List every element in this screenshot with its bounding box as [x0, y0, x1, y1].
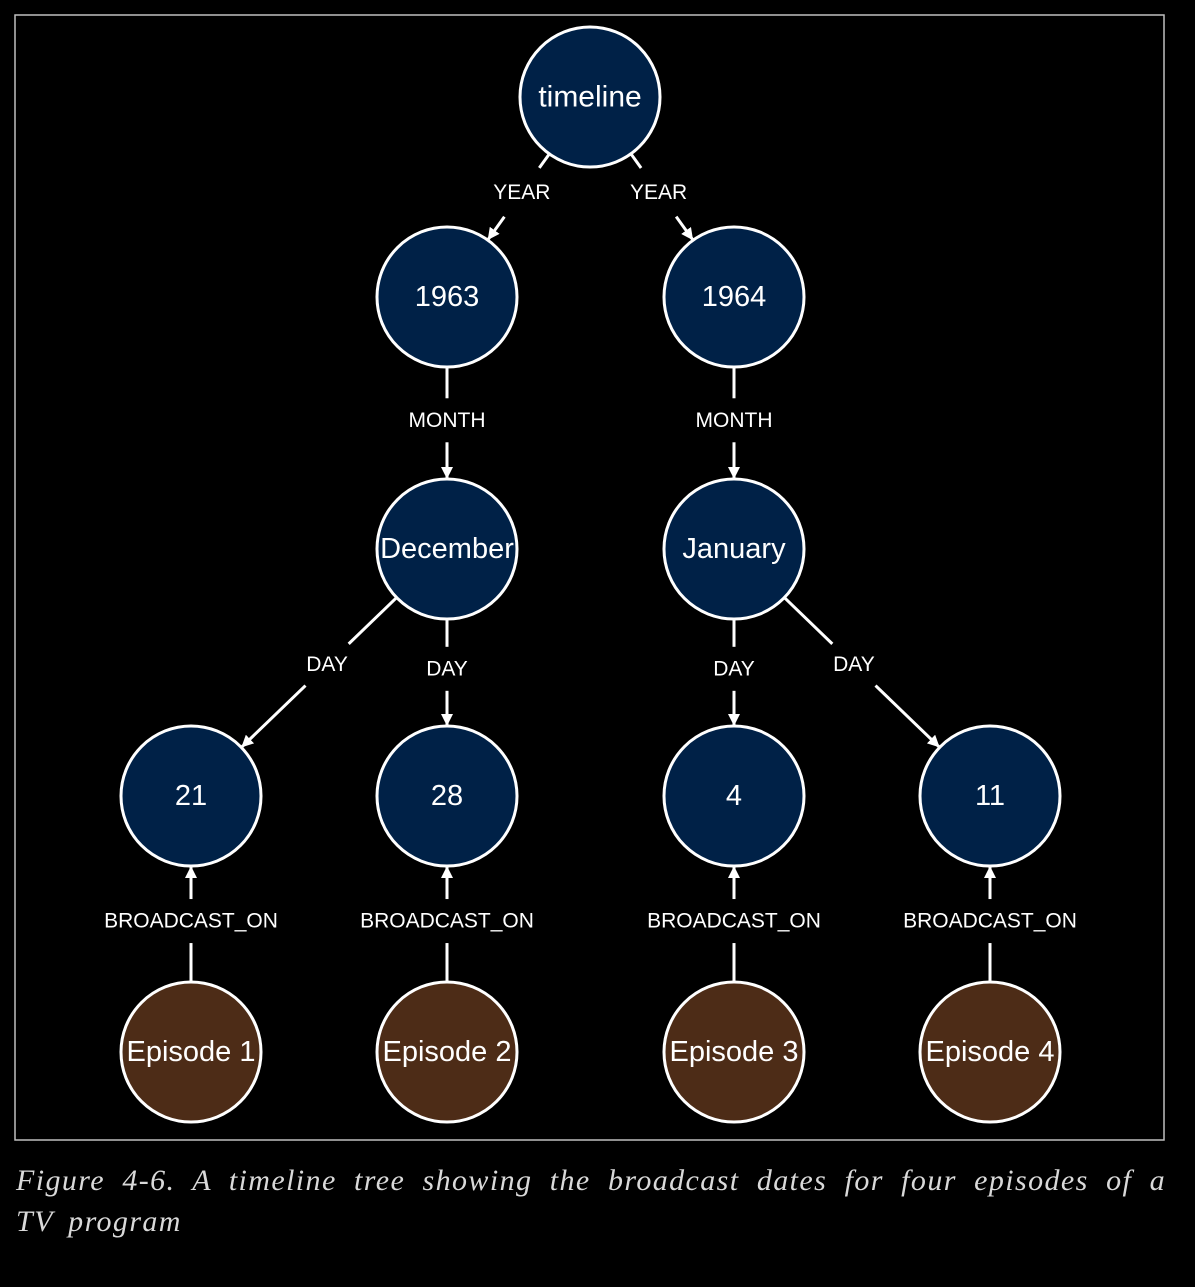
edge-label-year: YEAR — [493, 181, 550, 204]
edge-line-start — [538, 153, 551, 169]
node-december: December — [375, 477, 519, 621]
edge-label-day: DAY — [833, 653, 875, 676]
node-label: Episode 1 — [127, 1036, 256, 1068]
edge-e3: MONTH — [409, 367, 486, 479]
node-timeline: timeline — [518, 25, 662, 169]
node-label: January — [682, 533, 786, 565]
node-circle — [662, 477, 806, 621]
edge-e12: BROADCAST_ON — [903, 866, 1077, 982]
node-circle — [662, 225, 806, 369]
edge-label-broadcast-on: BROADCAST_ON — [903, 910, 1077, 933]
edge-label-day: DAY — [426, 657, 468, 680]
edge-arrow — [241, 684, 307, 748]
edge-e11: BROADCAST_ON — [647, 866, 821, 982]
edge-label-day: DAY — [306, 653, 348, 676]
figure-caption: Figure 4-6. A timeline tree showing the … — [16, 1164, 1166, 1238]
node-january: January — [662, 477, 806, 621]
node-circle — [119, 980, 263, 1124]
node-label: December — [380, 533, 514, 565]
edge-e8: DAY — [783, 596, 940, 748]
edge-label-year: YEAR — [630, 181, 687, 204]
edge-label-month: MONTH — [696, 409, 773, 432]
node-d21: 21 — [119, 724, 263, 868]
node-episode1: Episode 1 — [119, 980, 263, 1124]
node-label: 4 — [726, 780, 742, 812]
node-label: 1964 — [702, 281, 767, 313]
node-circle — [918, 724, 1062, 868]
timeline-tree-diagram: YEAR YEAR MONTH MONTH DAY DAY DAY DAY BROADCAST_… — [14, 14, 1165, 1141]
node-episode2: Episode 2 — [375, 980, 519, 1124]
node-d11: 11 — [918, 724, 1062, 868]
node-label: 21 — [175, 780, 207, 812]
edge-e10: BROADCAST_ON — [360, 866, 534, 982]
edge-e9: BROADCAST_ON — [104, 866, 278, 982]
node-label: 11 — [975, 780, 1005, 812]
node-circle — [662, 980, 806, 1124]
node-circle — [918, 980, 1062, 1124]
figure-frame — [14, 14, 1165, 1141]
node-circle — [375, 225, 519, 369]
node-episode4: Episode 4 — [918, 980, 1062, 1124]
node-label: Episode 4 — [926, 1036, 1055, 1068]
edge-e6: DAY — [426, 619, 468, 726]
node-y1963: 1963 — [375, 225, 519, 369]
node-label: 1963 — [415, 281, 480, 313]
node-label: timeline — [538, 81, 641, 114]
edge-arrow — [874, 684, 940, 748]
edge-line-start — [347, 596, 398, 645]
edge-label-broadcast-on: BROADCAST_ON — [360, 910, 534, 933]
edge-arrow — [674, 215, 694, 241]
edge-e5: DAY — [241, 596, 398, 748]
node-circle — [375, 724, 519, 868]
edges-layer: YEAR YEAR MONTH MONTH DAY DAY DAY DAY BROADCAST_… — [104, 152, 1077, 982]
node-circle — [375, 980, 519, 1124]
edge-label-month: MONTH — [409, 409, 486, 432]
edge-line-start — [629, 152, 643, 169]
edge-label-day: DAY — [713, 657, 755, 680]
node-y1964: 1964 — [662, 225, 806, 369]
edge-line-start — [783, 596, 834, 645]
edge-e1: YEAR — [487, 153, 551, 241]
edge-label-broadcast-on: BROADCAST_ON — [104, 910, 278, 933]
node-label: Episode 3 — [670, 1036, 799, 1068]
node-circle — [119, 724, 263, 868]
node-label: 28 — [431, 780, 463, 812]
edge-e2: YEAR — [629, 152, 694, 241]
node-circle — [518, 25, 662, 169]
edge-arrow — [487, 215, 506, 241]
node-d4: 4 — [662, 724, 806, 868]
node-d28: 28 — [375, 724, 519, 868]
edge-e4: MONTH — [696, 367, 773, 479]
node-episode3: Episode 3 — [662, 980, 806, 1124]
node-circle — [662, 724, 806, 868]
node-label: Episode 2 — [383, 1036, 512, 1068]
node-circle — [375, 477, 519, 621]
edge-e7: DAY — [713, 619, 755, 726]
edge-label-broadcast-on: BROADCAST_ON — [647, 910, 821, 933]
